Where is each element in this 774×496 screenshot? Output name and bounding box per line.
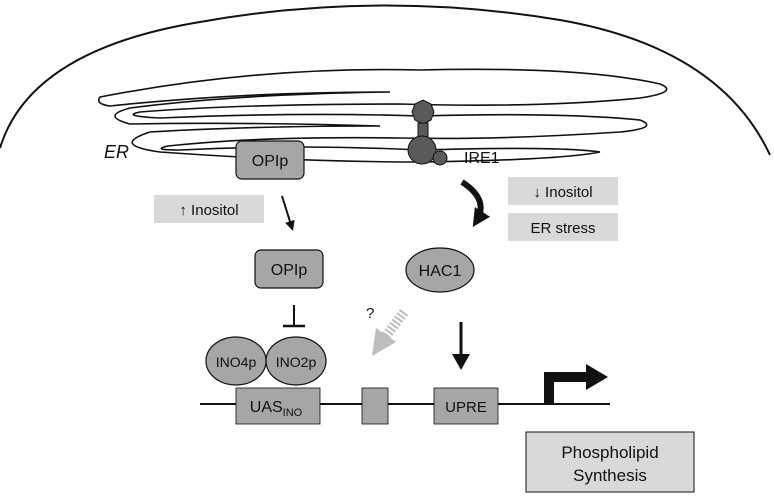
opi-mid-label: OPIp [271, 262, 308, 279]
phospholipid-line1: Phospholipid [561, 443, 658, 462]
hac1-upre-arrowhead [452, 354, 470, 370]
uas-ino-label: UASINO [250, 399, 303, 419]
ire1-receptor [407, 99, 448, 166]
inositol-up-label: ↑ Inositol [179, 202, 238, 219]
phospholipid-synthesis-box [525, 431, 695, 493]
question-mark: ? [366, 305, 374, 322]
unknown-element-box [361, 387, 389, 425]
er-stress-tag [508, 213, 618, 241]
inositol-down-tag [508, 177, 618, 205]
phospholipid-line2: Synthesis [573, 466, 647, 485]
opi-top-label: OPIp [252, 153, 289, 170]
cell-membrane [0, 4, 771, 156]
unknown-activation-arrow [372, 309, 408, 356]
opi-translocation-arrow [281, 195, 295, 231]
er-label: ER [104, 142, 129, 162]
ino2p-label: INO2p [276, 354, 317, 370]
er-stress-label: ER stress [530, 220, 595, 237]
opi-top-box [235, 140, 305, 180]
upre-box [433, 387, 499, 425]
hac1-ellipse [405, 247, 475, 293]
inositol-up-tag [154, 195, 264, 223]
ire1-splicing-arrow [460, 179, 491, 228]
er-membrane [97, 68, 668, 163]
inhibition-symbol [283, 305, 305, 328]
hac1-label: HAC1 [419, 263, 462, 280]
opi-mid-box [254, 249, 324, 289]
uas-ino-box [235, 387, 321, 425]
ino4p-label: INO4p [216, 354, 257, 370]
uas-main: UAS [250, 399, 283, 416]
ire1-label: IRE1 [464, 150, 500, 167]
transcription-start-arrow [544, 364, 608, 404]
upre-label: UPRE [445, 399, 487, 416]
ino2p-ellipse [265, 336, 327, 386]
uas-sub: INO [283, 407, 303, 419]
inositol-down-label: ↓ Inositol [533, 184, 592, 201]
